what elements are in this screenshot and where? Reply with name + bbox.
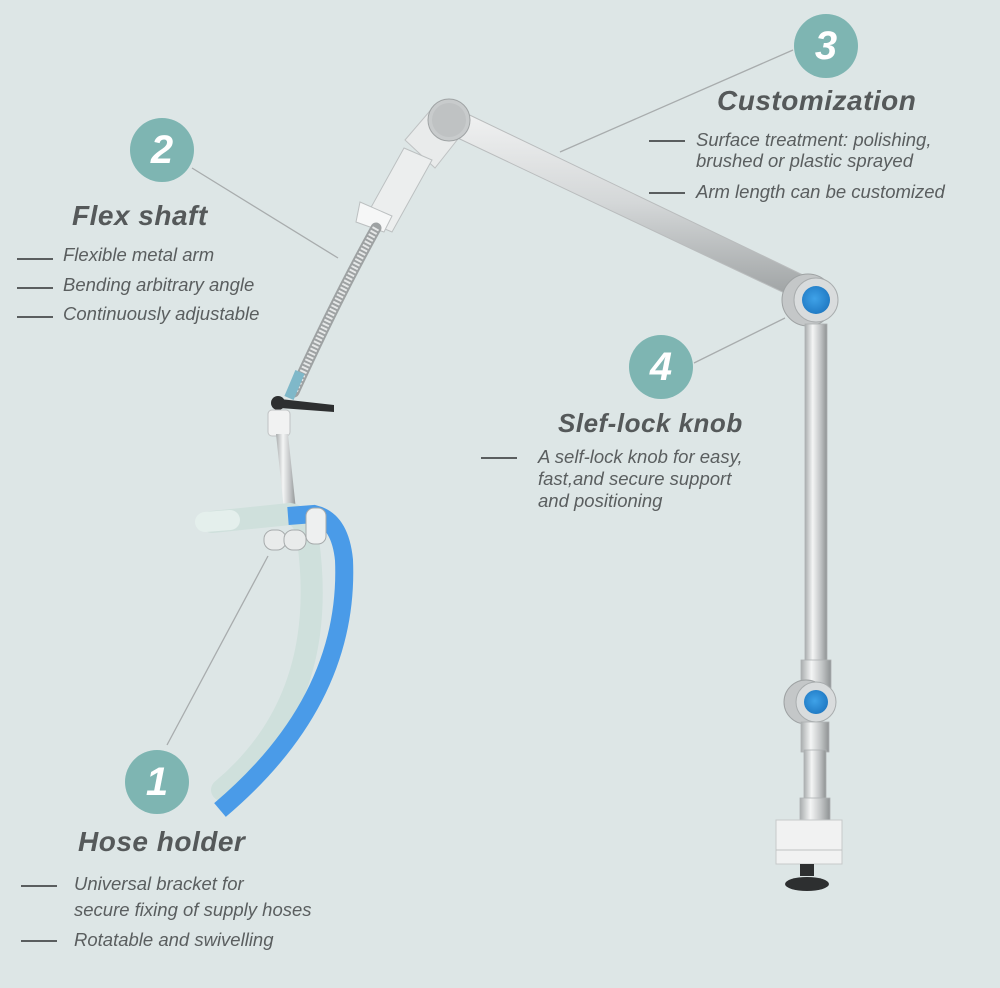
feature-4-bullet-1-line-2: fast,and secure support <box>538 468 732 489</box>
feature-1-bullet-1-line-2: secure fixing of supply hoses <box>74 899 312 920</box>
feature-2-bullet-2: Bending arbitrary angle <box>63 274 255 295</box>
feature-3-number: 3 <box>814 23 838 68</box>
vertical-post <box>800 323 832 691</box>
feature-2-bullet-2-dash <box>17 287 53 289</box>
hoses <box>195 502 354 817</box>
feature-3-bullet-1-line-2: brushed or plastic sprayed <box>696 150 913 171</box>
hose-clamp <box>263 507 327 551</box>
feature-3-bullet-1-dash <box>649 140 685 142</box>
lock-lever <box>267 396 334 510</box>
feature-2-title: Flex shaft <box>72 200 208 231</box>
angled-segment <box>355 147 433 233</box>
feature-1-bullet-2: Rotatable and swivelling <box>74 929 274 950</box>
feature-1-number: 1 <box>145 759 169 804</box>
feature-1-badge: 1 <box>125 750 189 814</box>
feature-4-bullet-1-line-3: and positioning <box>538 490 663 511</box>
feature-1-bullet-1-line-1: Universal bracket for <box>74 873 244 894</box>
feature-2-bullet-1-dash <box>17 258 53 260</box>
feature-3-title: Customization <box>717 85 917 116</box>
feature-3-badge: 3 <box>794 14 858 78</box>
leader-lines <box>166 49 794 746</box>
feature-3-bullet-2-dash <box>649 192 685 194</box>
feature-3-bullet-2: Arm length can be customized <box>696 181 945 202</box>
feature-2-badge: 2 <box>130 118 194 182</box>
feature-4-bullet-1-line-1: A self-lock knob for easy, <box>538 446 743 467</box>
feature-2-number: 2 <box>150 127 174 172</box>
feature-1-bullet-2-dash <box>21 940 57 942</box>
feature-2-bullet-3-dash <box>17 316 53 318</box>
feature-4-badge: 4 <box>629 335 693 399</box>
feature-4-bullet-1-dash <box>481 457 517 459</box>
feature-4-title: Slef-lock knob <box>558 408 743 438</box>
right-joint <box>781 273 839 327</box>
lower-joint <box>783 679 837 725</box>
feature-2-bullet-1: Flexible metal arm <box>63 244 215 265</box>
flex-shaft <box>284 222 382 400</box>
feature-1-bullet-1-dash <box>21 885 57 887</box>
feature-1-title: Hose holder <box>78 826 246 857</box>
feature-4-number: 4 <box>649 344 673 389</box>
top-joint <box>404 98 471 169</box>
feature-3-bullet-1-line-1: Surface treatment: polishing, <box>696 129 932 150</box>
desk-clamp <box>775 721 843 891</box>
feature-2-bullet-3: Continuously adjustable <box>63 303 260 324</box>
